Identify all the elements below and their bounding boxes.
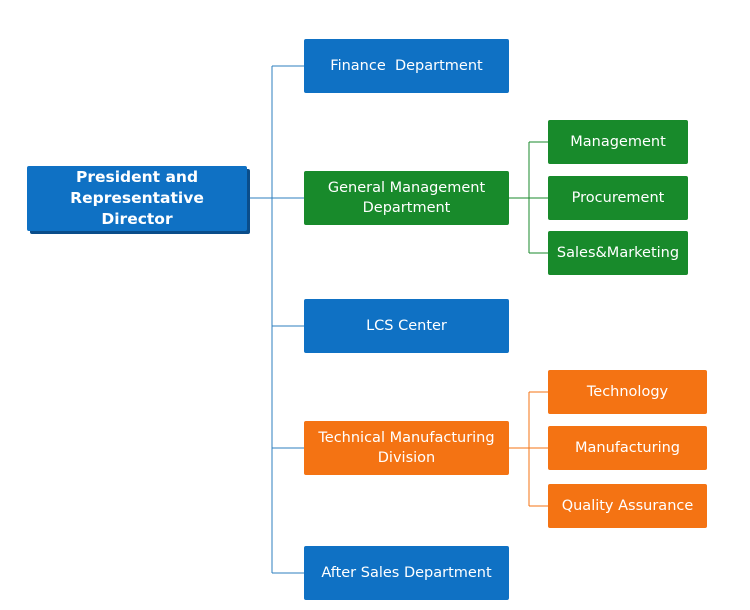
node-president-label: President and Representative Director — [70, 168, 204, 228]
node-technology: Technology — [548, 370, 707, 414]
node-sales-marketing-label: Sales&Marketing — [556, 245, 680, 261]
node-lcs-center: LCS Center — [304, 299, 509, 353]
node-finance-label: Finance Department — [330, 58, 483, 74]
node-technology-label: Technology — [586, 384, 669, 400]
node-manufacturing: Manufacturing — [548, 426, 707, 470]
node-technical-manufacturing: Technical Manufacturing Division — [304, 421, 509, 475]
node-management: Management — [548, 120, 688, 164]
node-quality-assurance: Quality Assurance — [548, 484, 707, 528]
node-finance: Finance Department — [304, 39, 509, 93]
node-after-sales: After Sales Department — [304, 546, 509, 600]
node-management-label: Management — [570, 134, 666, 150]
node-procurement-label: Procurement — [571, 190, 665, 206]
node-after-sales-label: After Sales Department — [321, 565, 492, 581]
node-lcs-center-label: LCS Center — [366, 318, 447, 334]
node-sales-marketing: Sales&Marketing — [548, 231, 688, 275]
node-procurement: Procurement — [548, 176, 688, 220]
node-technical-manufacturing-label: Technical Manufacturing Division — [318, 430, 495, 466]
node-manufacturing-label: Manufacturing — [575, 440, 680, 456]
node-general-management-label: General Management Department — [327, 180, 486, 216]
node-general-management: General Management Department — [304, 171, 509, 225]
node-quality-assurance-label: Quality Assurance — [561, 498, 694, 514]
node-president: President and Representative Director — [27, 166, 247, 231]
